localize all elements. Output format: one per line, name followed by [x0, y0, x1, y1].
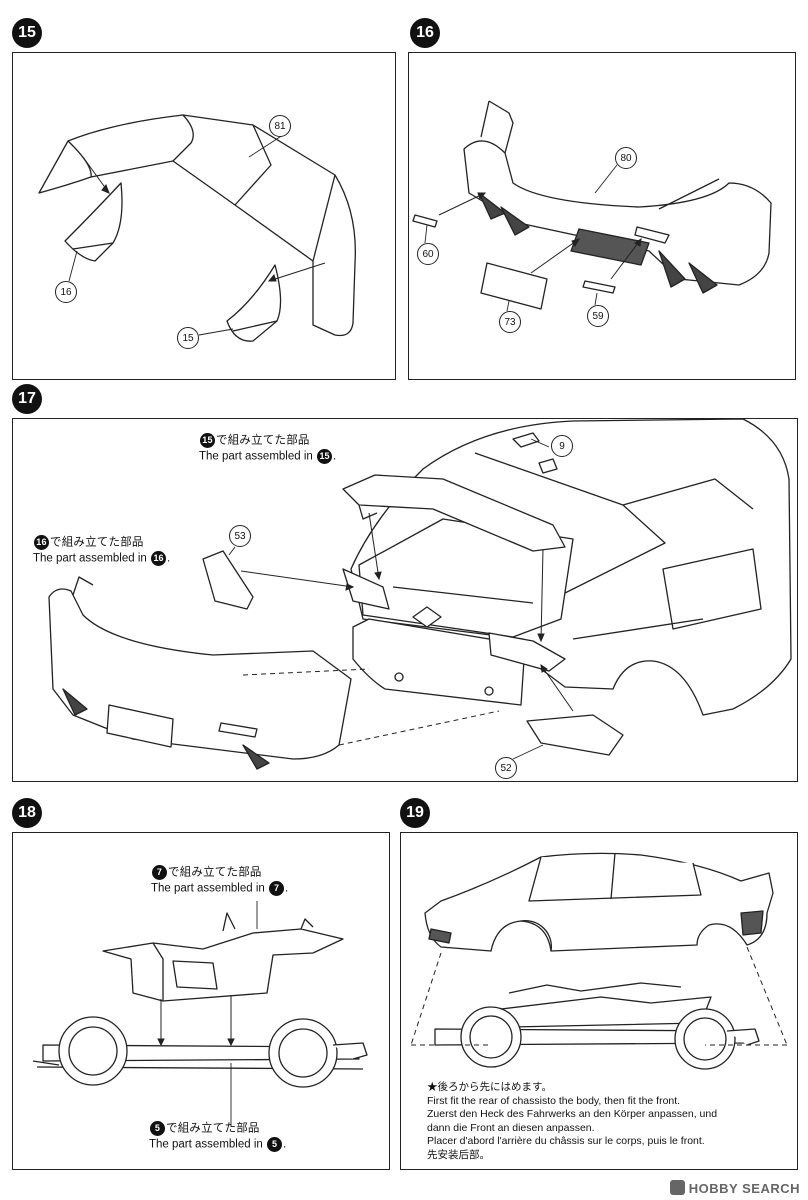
instruction-zh: 先安装后部。	[427, 1148, 490, 1161]
hobby-search-logo-icon	[669, 1180, 685, 1195]
note-ja-text: で組み立てた部品	[50, 536, 144, 549]
step-16-panel: 80 60 73 59	[408, 52, 796, 380]
fitting-instructions: ★後ろから先にはめます。 First fit the rear of chass…	[427, 1081, 717, 1162]
note-en-text: The part assembled in	[149, 1138, 263, 1151]
step-19-panel: ★後ろから先にはめます。 First fit the rear of chass…	[400, 832, 798, 1170]
part-callout-73: 73	[499, 311, 521, 333]
step-ref-badge: 5	[150, 1121, 165, 1136]
part-callout-81: 81	[269, 115, 291, 137]
step-ref-badge: 16	[151, 550, 166, 566]
part-callout-53: 53	[229, 525, 251, 547]
step-ref-badge: 5	[267, 1136, 282, 1152]
step-number-badge: 15	[12, 18, 42, 48]
interior-chassis-assembly-drawing	[32, 901, 368, 1127]
instruction-de-line1: Zuerst den Heck des Fahrwerks an den Kör…	[427, 1108, 718, 1120]
instruction-en: First fit the rear of chassisto the body…	[427, 1094, 681, 1107]
step-ref-badge: 16	[34, 535, 49, 550]
part-callout-16: 16	[55, 281, 77, 303]
watermark-text: HOBBY SEARCH	[688, 1181, 800, 1196]
step-15-panel: 81 16 15	[12, 52, 396, 380]
instruction-de-line2: dann die Front an diesen anpassen.	[427, 1121, 595, 1134]
rear-body-assembly-drawing	[48, 418, 792, 770]
step-ref-badge: 15	[200, 433, 215, 448]
part-callout-80: 80	[615, 147, 637, 169]
step-ref-badge: 7	[269, 880, 284, 896]
step-number-badge: 19	[400, 798, 430, 828]
note-en-text: The part assembled in	[199, 450, 313, 463]
instruction-fr: Placer d'abord l'arrière du châssis sur …	[427, 1135, 705, 1147]
rear-bumper-assembly-drawing	[412, 100, 772, 312]
part-callout-59: 59	[587, 305, 609, 327]
part-callout-9: 9	[551, 435, 573, 457]
rear-wing-assembly-drawing	[38, 114, 356, 342]
step-number-badge: 16	[410, 18, 440, 48]
note-en-text: The part assembled in	[151, 882, 265, 895]
body-chassis-final-assembly-drawing	[410, 852, 788, 1070]
part-callout-52: 52	[495, 757, 517, 779]
step-number-badge: 18	[12, 798, 42, 828]
step-ref-badge: 15	[317, 448, 332, 464]
note-en-text: The part assembled in	[33, 552, 147, 565]
instruction-ja: ★後ろから先にはめます。	[427, 1081, 552, 1093]
step-ref-badge: 7	[152, 865, 167, 880]
note-ja-text: で組み立てた部品	[216, 434, 310, 447]
part-callout-15: 15	[177, 327, 199, 349]
note-ja-text: で組み立てた部品	[166, 1122, 260, 1135]
note-ja-text: で組み立てた部品	[168, 866, 262, 879]
step-number-badge: 17	[12, 384, 42, 414]
part-callout-60: 60	[417, 243, 439, 265]
hobby-search-watermark: HOBBY SEARCH	[669, 1180, 800, 1196]
